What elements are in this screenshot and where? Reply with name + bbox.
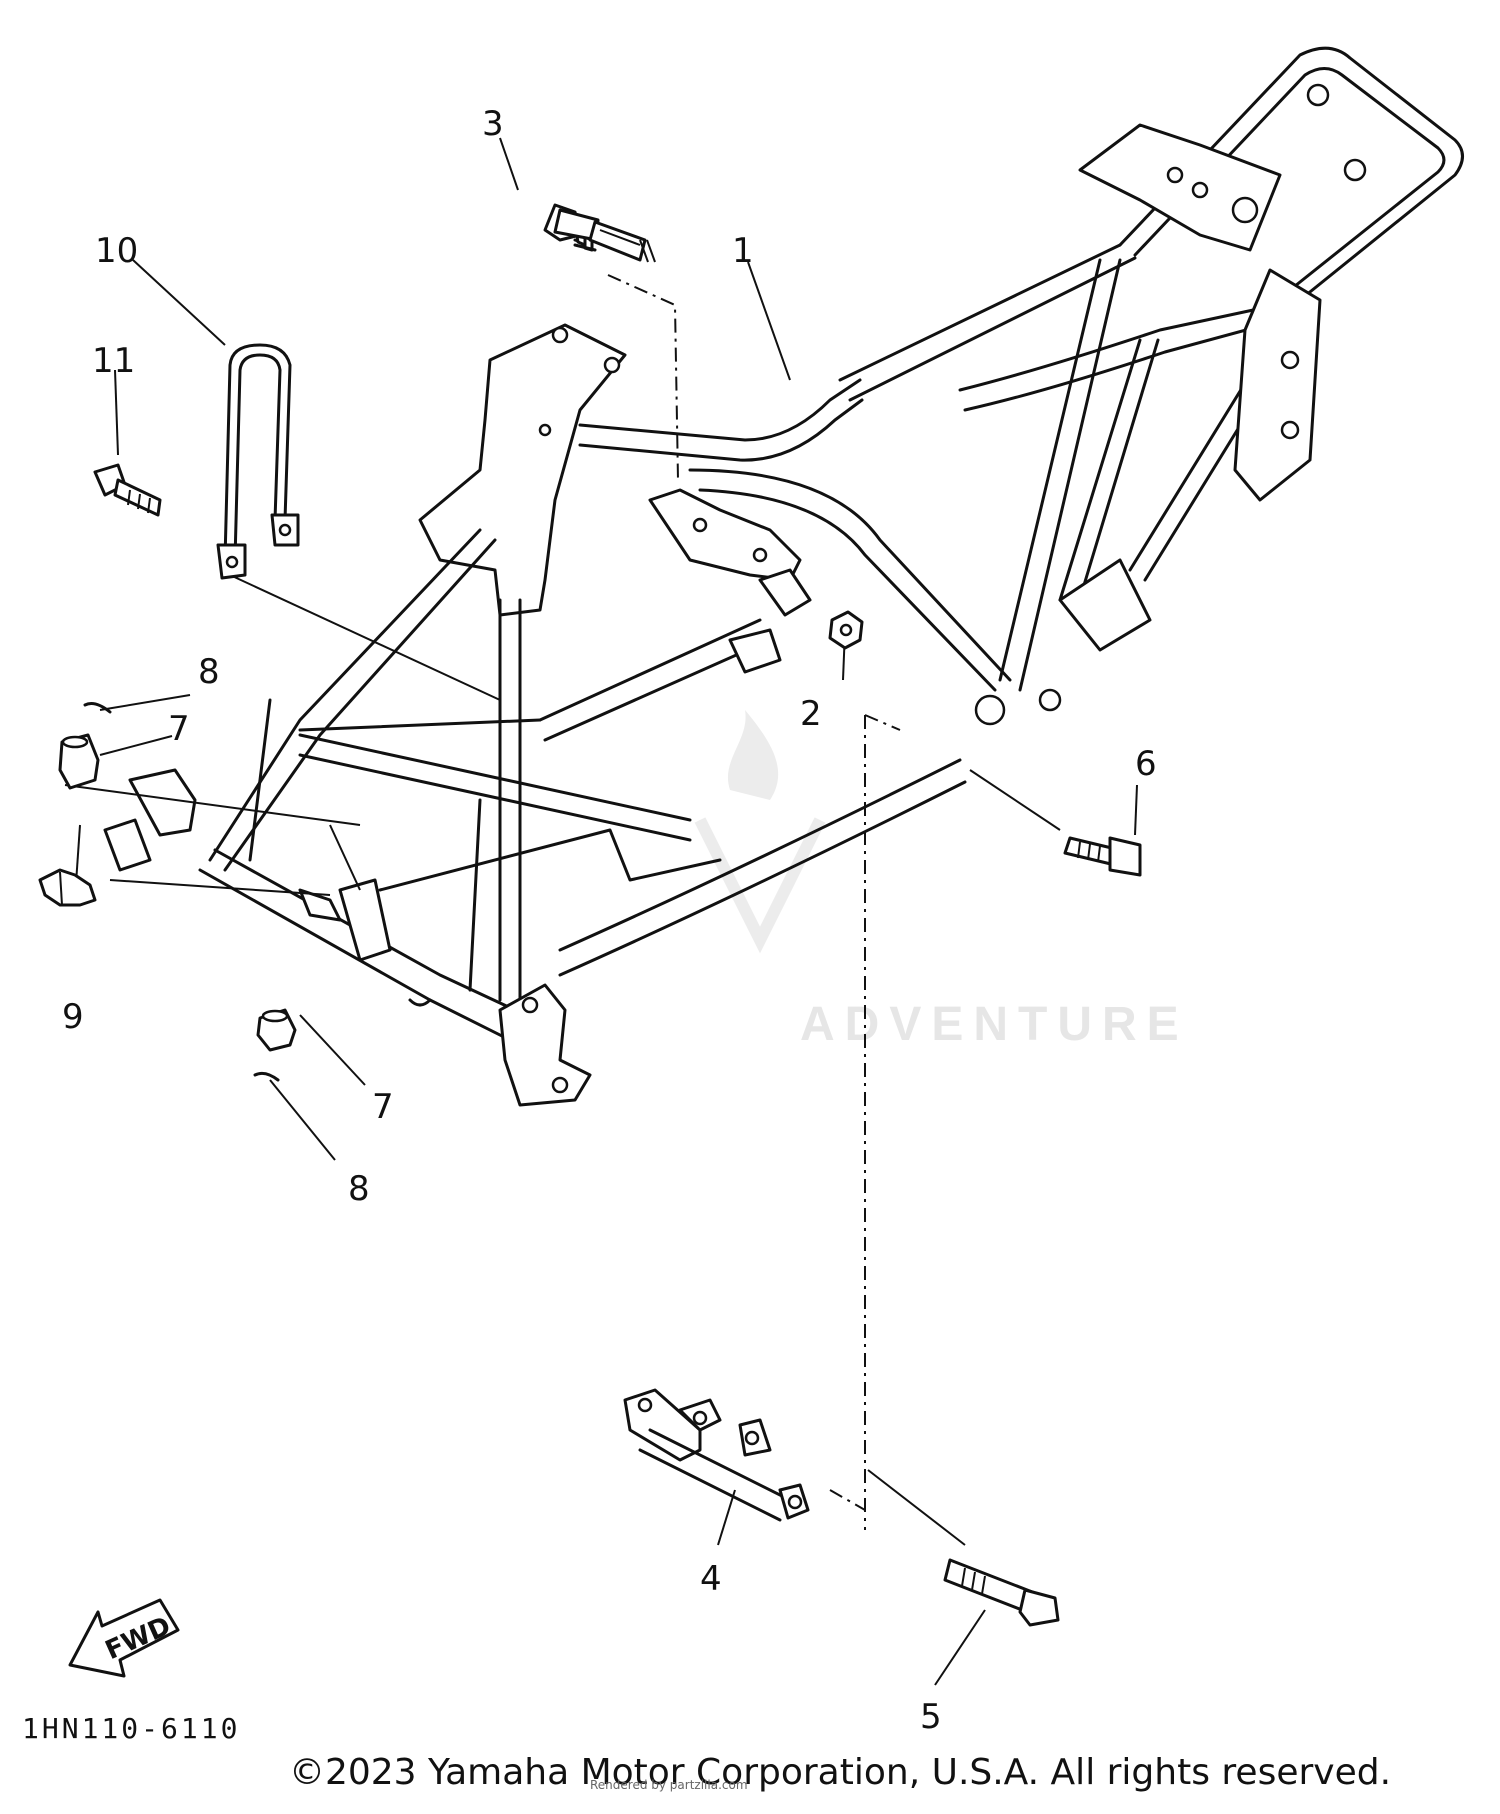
callout-7-upper: 7	[168, 709, 190, 749]
callout-8-lower: 8	[348, 1169, 370, 1209]
pin-part-8-upper[interactable]	[83, 702, 112, 714]
callout-labels: 1 2 3 4 5 6 7 7 8 8 9 10 11	[62, 104, 1157, 1737]
callout-8-upper: 8	[198, 652, 220, 692]
callout-9: 9	[62, 997, 84, 1037]
fitting-part-9[interactable]	[38, 868, 97, 907]
callout-6: 6	[1135, 744, 1157, 784]
watermark-text: ADVENTURE	[800, 998, 1189, 1051]
nut-part-2[interactable]	[828, 610, 864, 650]
bolt-part-11[interactable]	[93, 463, 162, 517]
diagram-code: 1HN110-6110	[22, 1712, 240, 1745]
callout-7-lower: 7	[372, 1087, 394, 1127]
forward-arrow-icon: FWD	[68, 1598, 180, 1678]
copyright-footer: ©2023 Yamaha Motor Corporation, U.S.A. A…	[0, 1752, 1500, 1793]
callout-10: 10	[95, 231, 138, 271]
callout-2: 2	[800, 694, 822, 734]
callout-1: 1	[732, 231, 754, 271]
watermark: ADVENTURE	[694, 710, 1189, 1051]
pin-part-8-lower[interactable]	[253, 1071, 280, 1082]
bracket-part-10[interactable]	[216, 343, 300, 580]
bolt-part-5[interactable]	[943, 1558, 1060, 1627]
main-frame[interactable]	[103, 46, 1464, 1107]
render-credit: Rendered by partzilla.com	[590, 1778, 748, 1792]
callout-11: 11	[92, 341, 135, 381]
bracket-part-4[interactable]	[623, 1388, 810, 1522]
copyright-text: ©2023 Yamaha Motor Corporation, U.S.A. A…	[288, 1752, 1392, 1793]
bolt-part-6[interactable]	[1063, 836, 1142, 877]
callout-4: 4	[700, 1559, 722, 1599]
callout-5: 5	[920, 1697, 942, 1737]
cap-part-7-lower[interactable]	[256, 1008, 297, 1052]
bolt-part-3-shaft	[553, 208, 656, 263]
callout-3: 3	[482, 104, 504, 144]
leader-lines	[64, 137, 1138, 1686]
cap-part-7-upper[interactable]	[58, 733, 100, 790]
assembly-lines	[607, 274, 901, 1530]
